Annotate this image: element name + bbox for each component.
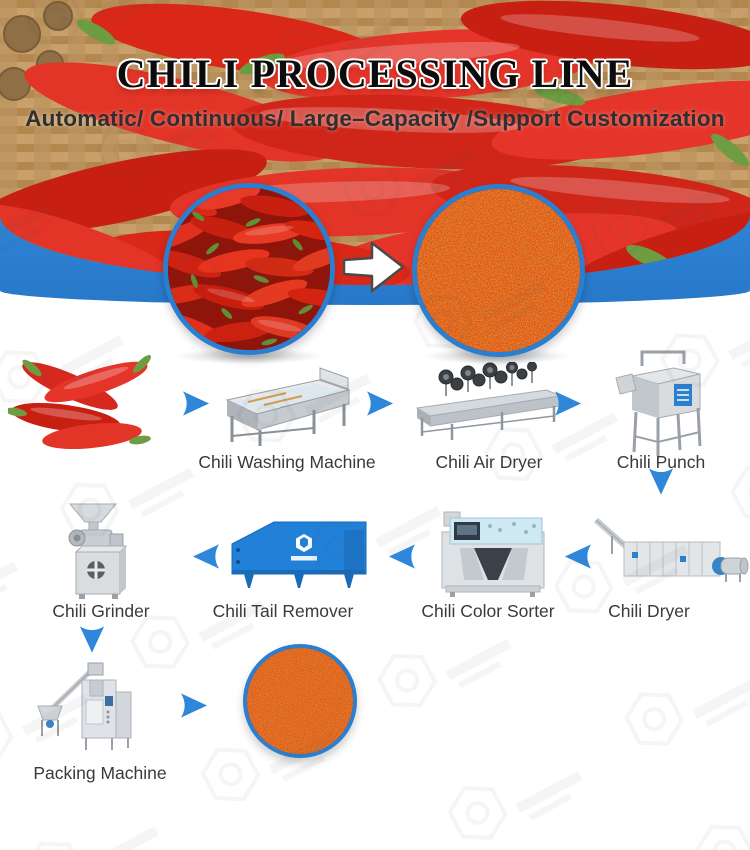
chili-tail-remover-image <box>226 512 371 598</box>
label-chili-air-dryer: Chili Air Dryer <box>435 452 543 472</box>
blue-chevron-left-icon <box>192 543 220 570</box>
blue-chevron-left-icon <box>564 543 592 570</box>
label-chili-grinder: Chili Grinder <box>52 601 150 621</box>
fresh-chilis-circle-image <box>163 183 335 355</box>
chili-grinder-image <box>52 498 144 600</box>
label-packing-machine: Packing Machine <box>33 763 167 783</box>
chili-washing-machine-image <box>222 362 358 450</box>
blue-chevron-down-icon <box>647 468 675 495</box>
white-block-arrow-right-icon <box>342 238 406 296</box>
chili-powder-product-circle-image <box>243 644 357 758</box>
blue-chevron-down-icon <box>78 626 106 653</box>
chili-punch-image <box>612 348 710 458</box>
fresh-chilis-image <box>8 348 153 460</box>
label-chili-color-sorter: Chili Color Sorter <box>421 601 555 621</box>
blue-chevron-right-icon <box>554 390 582 417</box>
chili-dryer-image <box>592 510 750 588</box>
chili-powder-circle-image <box>412 184 585 357</box>
blue-chevron-right-icon <box>366 390 394 417</box>
page-subtitle: Automatic/ Continuous/ Large–Capacity /S… <box>25 106 725 131</box>
label-chili-washing-machine: Chili Washing Machine <box>198 452 376 472</box>
page-title: CHILI PROCESSING LINE <box>116 51 634 96</box>
blue-chevron-right-icon <box>180 692 208 719</box>
label-chili-dryer: Chili Dryer <box>608 601 690 621</box>
chili-color-sorter-image <box>430 502 556 598</box>
blue-chevron-right-icon <box>182 390 210 417</box>
label-chili-tail-remover: Chili Tail Remover <box>212 601 354 621</box>
blue-chevron-left-icon <box>388 543 416 570</box>
packing-machine-image <box>30 660 140 752</box>
chili-air-dryer-image <box>412 362 562 444</box>
